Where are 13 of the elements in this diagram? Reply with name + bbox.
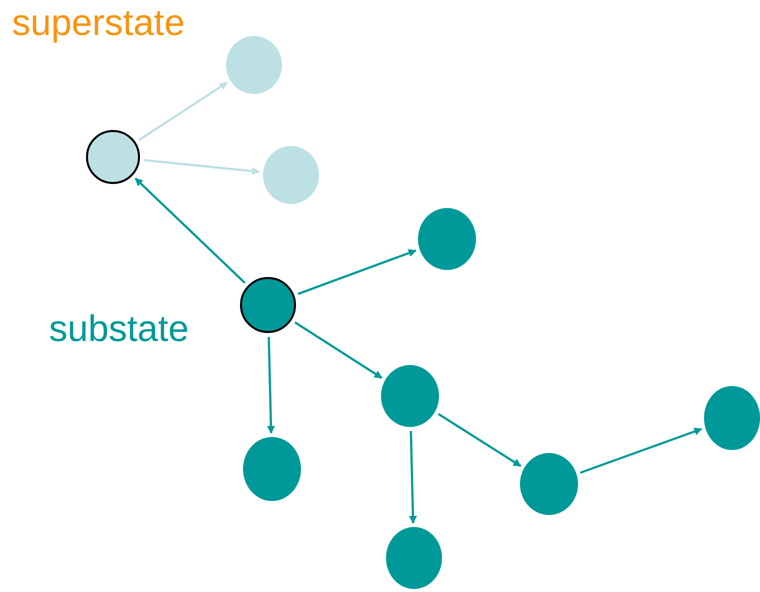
state-label: superstate xyxy=(12,4,185,41)
arrow xyxy=(144,159,260,176)
state-circle xyxy=(240,277,296,333)
arrow xyxy=(294,321,382,379)
arrow xyxy=(134,178,246,284)
arrow xyxy=(266,336,275,434)
state-circle xyxy=(86,130,140,184)
state-label: substate xyxy=(49,310,189,347)
arrow xyxy=(438,413,522,467)
arrow xyxy=(580,428,702,474)
arrow xyxy=(408,430,417,524)
arrow xyxy=(138,82,228,141)
arrow xyxy=(298,249,417,295)
